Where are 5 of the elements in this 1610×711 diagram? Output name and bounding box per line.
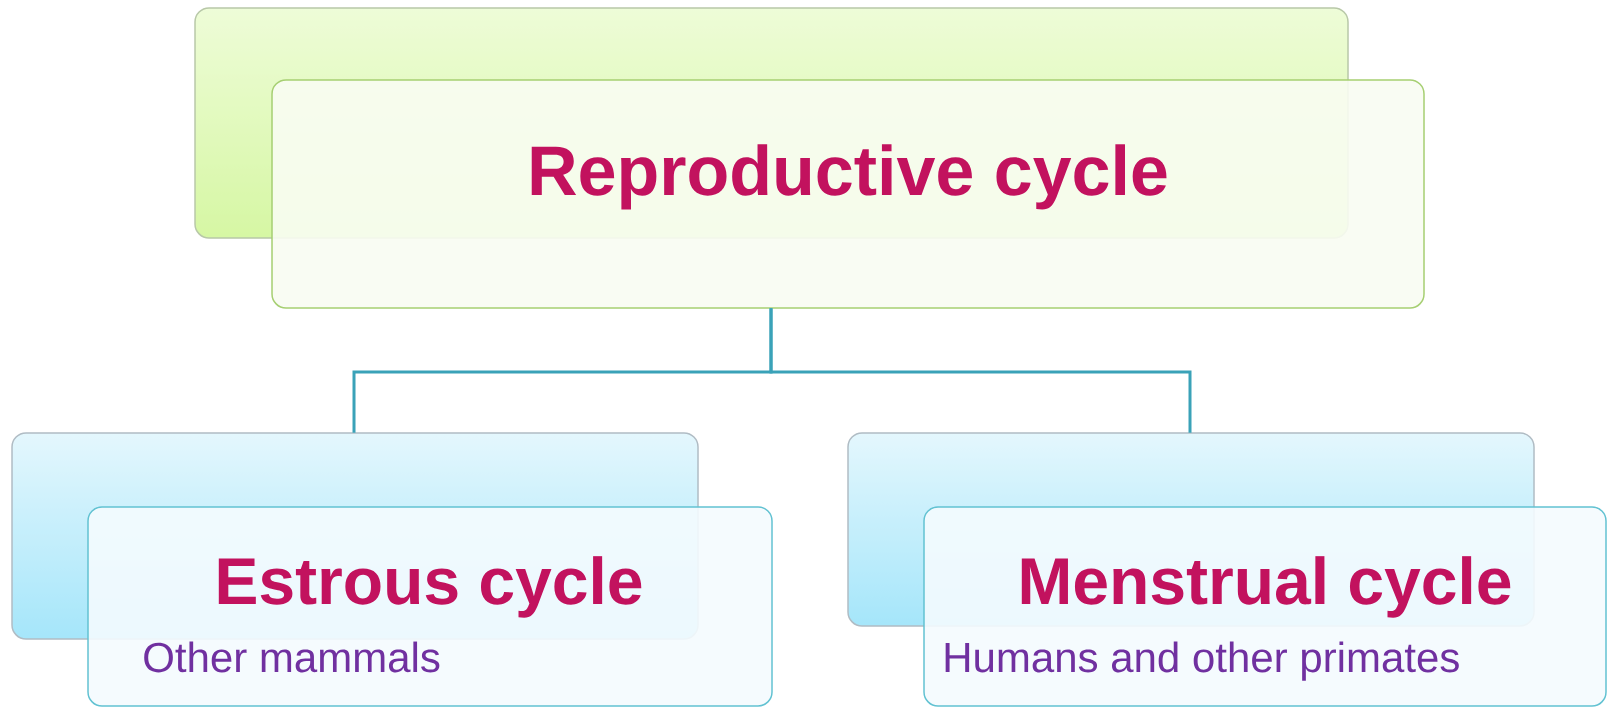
hierarchy-box: Reproductive cycle bbox=[194, 7, 1425, 309]
node-label: Other mammals bbox=[144, 641, 440, 673]
connector-line bbox=[769, 308, 1192, 433]
hierarchy-box: Estrous cycle Other mammals bbox=[11, 432, 773, 707]
hierarchy-box: Menstrual cycle Humans and other primates bbox=[847, 432, 1607, 707]
